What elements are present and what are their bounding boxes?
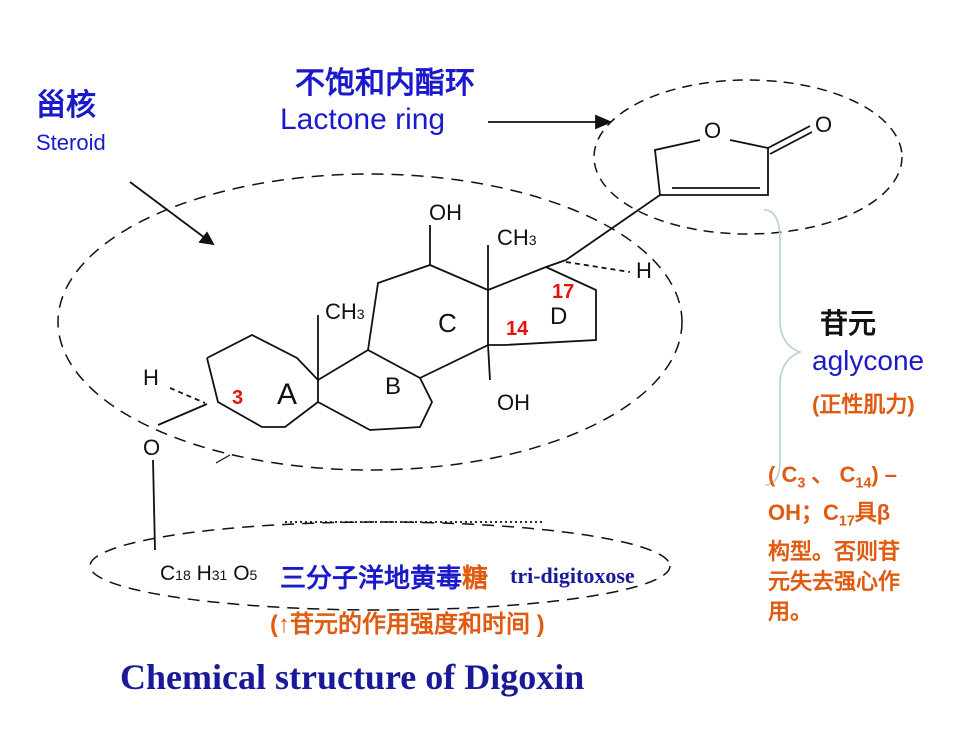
lactone-dashed-ellipse	[593, 79, 903, 235]
ring-b-bonds	[317, 348, 434, 431]
ring-c-bonds	[367, 264, 489, 379]
aglycone-note-line4: 元失去强心作	[768, 568, 901, 594]
steroid-arrow	[129, 181, 215, 246]
methyl-middle: CH3	[325, 299, 365, 324]
lactone-ring-bonds	[654, 125, 813, 196]
glycoside-oxygen: O	[143, 435, 161, 460]
sugar-formula: C18 H31 O5	[160, 562, 258, 585]
sugar-name-cn: 三分子洋地黄毒糖	[280, 563, 489, 593]
hydroxyl-top: OH	[429, 200, 462, 225]
sugar-dashed-ellipse	[89, 521, 671, 611]
steroid-dashed-ellipse	[57, 173, 683, 471]
position-17-label: 17	[552, 281, 575, 303]
aglycone-note-line1: ( C3 、 C14) –	[768, 462, 897, 492]
position-3-label: 3	[232, 387, 244, 409]
ring-c-label: C	[438, 308, 457, 338]
aglycone-en-label: aglycone	[812, 345, 925, 376]
aglycone-note-line2: OH；C17具β	[768, 500, 891, 530]
ring-d-bonds	[487, 266, 597, 346]
ring-a-label: A	[277, 378, 298, 411]
lactone-cn-label: 不饱和内酯环	[295, 67, 475, 100]
aglycone-cn-label: 苷元	[820, 308, 877, 339]
hydroxyl-bottom: OH	[497, 390, 530, 415]
lactone-ring-oxygen: O	[704, 118, 722, 143]
aglycone-effect-label: (正性肌力)	[812, 392, 915, 417]
aglycone-bracket	[763, 209, 803, 486]
hydrogen-left: H	[143, 365, 159, 390]
methyl-top: CH3	[497, 225, 537, 250]
position-14-label: 14	[506, 318, 529, 340]
hydrogen-right: H	[636, 258, 652, 283]
aglycone-note-line5: 用。	[768, 598, 813, 624]
carbonyl-oxygen: O	[815, 112, 833, 137]
lactone-en-label: Lactone ring	[280, 103, 446, 136]
steroid-cn-label: 甾核	[36, 89, 96, 122]
ring-b-label: B	[385, 373, 402, 400]
ring-d-label: D	[550, 303, 568, 330]
lactone-arrow	[488, 114, 613, 130]
ring-a-bonds	[206, 333, 319, 428]
aglycone-note-line3: 构型。否则苷	[768, 538, 901, 564]
sugar-effect-label: (↑苷元的作用强度和时间 )	[270, 611, 545, 638]
steroid-en-label: Steroid	[36, 130, 106, 155]
aglycone-note: ( C3 、 C14) – OH；C17具β 构型。否则苷 元失去强心作 用。	[768, 460, 900, 627]
sugar-name-en: tri-digitoxose	[510, 563, 635, 588]
figure-title: Chemical structure of Digoxin	[120, 657, 585, 697]
